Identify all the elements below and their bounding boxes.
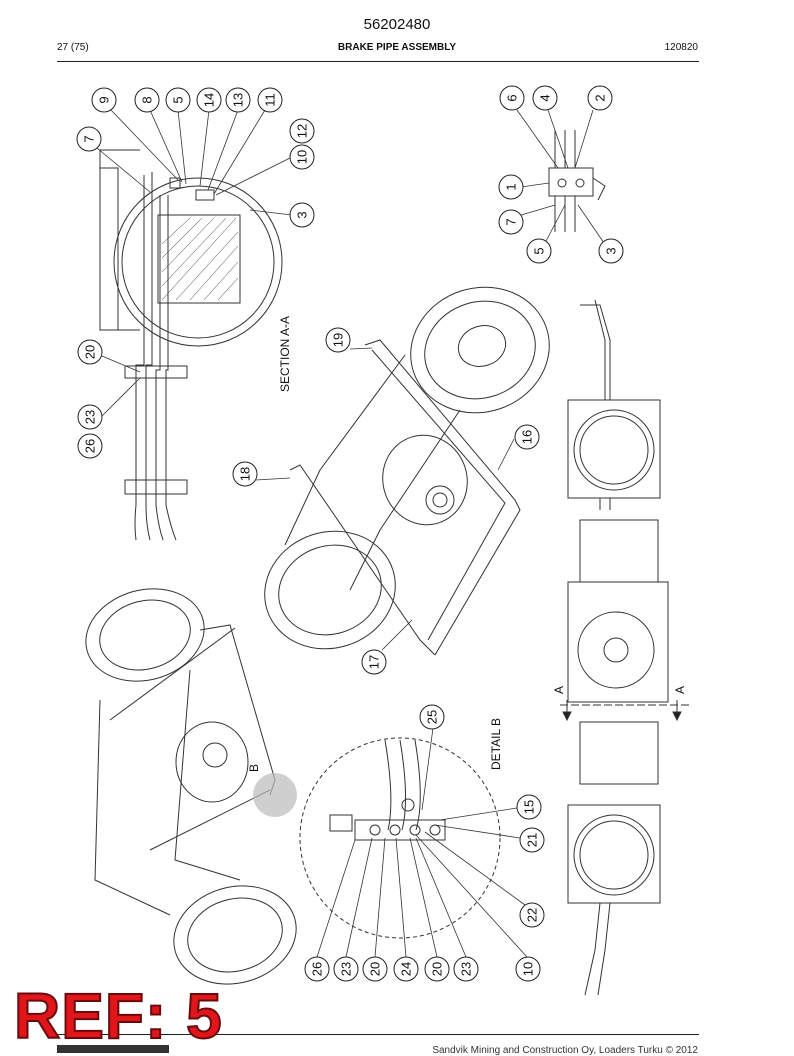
svg-text:3: 3 (604, 247, 619, 254)
svg-text:7: 7 (82, 135, 97, 142)
section-a-marker-left: A (552, 686, 566, 694)
svg-text:24: 24 (399, 962, 414, 976)
svg-text:21: 21 (525, 833, 540, 847)
document-code: 120820 (664, 42, 698, 53)
page-indicator: 27 (75) (57, 42, 89, 53)
callout-3: 3 (289, 202, 315, 228)
document-number: 56202480 (363, 16, 431, 33)
svg-text:26: 26 (83, 439, 98, 453)
svg-text:3: 3 (295, 211, 310, 218)
callout-14: 14 (196, 87, 222, 113)
callout-20-detail-b: 20 (424, 956, 450, 982)
callout-4: 4 (532, 85, 558, 111)
callout-6: 6 (499, 85, 525, 111)
callout-9: 9 (91, 87, 117, 113)
svg-text:18: 18 (238, 467, 253, 481)
svg-text:13: 13 (231, 93, 246, 107)
callout-12: 12 (289, 118, 315, 144)
callout-19: 19 (325, 327, 351, 353)
svg-text:22: 22 (525, 908, 540, 922)
section-a-a-view (99, 149, 283, 541)
svg-text:4: 4 (538, 94, 553, 101)
svg-text:23: 23 (83, 410, 98, 424)
callout-13: 13 (225, 87, 251, 113)
section-arrows (562, 700, 682, 722)
svg-text:5: 5 (171, 96, 186, 103)
page-title: BRAKE PIPE ASSEMBLY (337, 42, 457, 53)
main-axle-view (264, 286, 550, 656)
svg-text:20: 20 (83, 345, 98, 359)
callout-16: 16 (514, 424, 540, 450)
callout-26-detail: 26 (304, 956, 330, 982)
svg-text:16: 16 (520, 430, 535, 444)
svg-text:9: 9 (97, 96, 112, 103)
detail-b-view (299, 737, 501, 939)
svg-text:12: 12 (295, 124, 310, 138)
callout-22: 22 (519, 902, 545, 928)
callout-21: 21 (519, 827, 545, 853)
callout-23-detail-b: 23 (453, 956, 479, 982)
svg-text:5: 5 (532, 247, 547, 254)
lower-axle-view (85, 588, 297, 985)
footer-copyright: Sandvik Mining and Construction Oy, Load… (432, 1045, 698, 1056)
svg-text:10: 10 (521, 962, 536, 976)
svg-text:15: 15 (522, 800, 537, 814)
svg-text:23: 23 (339, 962, 354, 976)
callout-3-valve: 3 (598, 238, 624, 264)
callout-20: 20 (77, 339, 103, 365)
detail-b-label: DETAIL B (489, 718, 503, 770)
svg-text:2: 2 (593, 94, 608, 101)
reference-stamp: REF: 5 (13, 980, 223, 1052)
svg-text:19: 19 (331, 333, 346, 347)
callout-20-detail-a: 20 (362, 956, 388, 982)
callout-17: 17 (361, 649, 387, 675)
svg-text:10: 10 (295, 150, 310, 164)
svg-text:6: 6 (505, 94, 520, 101)
svg-text:8: 8 (140, 96, 155, 103)
callout-5: 5 (165, 87, 191, 113)
svg-text:20: 20 (430, 962, 445, 976)
svg-text:11: 11 (263, 93, 278, 107)
right-side-views (560, 299, 690, 996)
callout-8: 8 (134, 87, 160, 113)
callout-25: 25 (419, 704, 445, 730)
leader-lines (96, 109, 605, 958)
svg-text:25: 25 (425, 710, 440, 724)
company-logo (57, 1045, 169, 1053)
svg-text:1: 1 (504, 183, 519, 190)
callout-23-detail-a: 23 (333, 956, 359, 982)
callout-11: 11 (257, 87, 283, 113)
callout-7-valve: 7 (498, 209, 524, 235)
svg-text:7: 7 (504, 218, 519, 225)
valve-detail-view (548, 130, 606, 232)
header-rule (57, 61, 699, 62)
callout-10-detail: 10 (515, 956, 541, 982)
section-a-a-label: SECTION A-A (278, 316, 292, 392)
callout-24: 24 (393, 956, 419, 982)
callout-10: 10 (289, 144, 315, 170)
detail-b-marker: B (247, 764, 261, 772)
callout-26: 26 (77, 433, 103, 459)
callout-18: 18 (232, 461, 258, 487)
footer-rule (57, 1034, 699, 1035)
callout-15: 15 (516, 794, 542, 820)
callout-5-valve: 5 (526, 238, 552, 264)
callout-1: 1 (498, 174, 524, 200)
callout-23: 23 (77, 404, 103, 430)
callout-7: 7 (76, 126, 102, 152)
section-a-marker-right: A (673, 686, 687, 694)
svg-text:20: 20 (368, 962, 383, 976)
svg-text:26: 26 (310, 962, 325, 976)
svg-text:14: 14 (202, 93, 217, 107)
svg-text:17: 17 (367, 655, 382, 669)
svg-text:23: 23 (459, 962, 474, 976)
callout-2: 2 (587, 85, 613, 111)
